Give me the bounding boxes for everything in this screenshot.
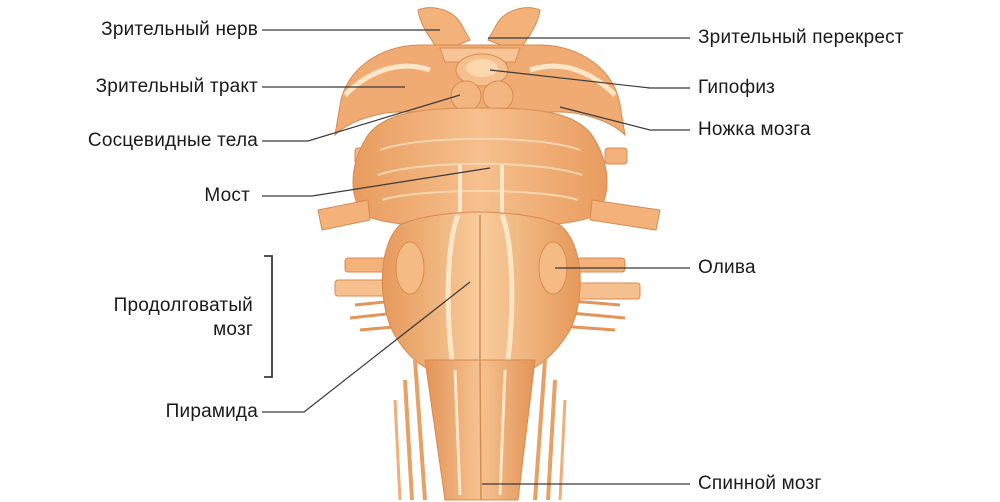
label-optic-chiasm: Зрительный перекрест bbox=[698, 27, 904, 49]
label-mammillary-bodies: Сосцевидные тела bbox=[88, 130, 258, 152]
medulla-bracket bbox=[264, 256, 272, 377]
label-olive: Олива bbox=[698, 257, 756, 279]
label-optic-tract: Зрительный тракт bbox=[96, 76, 258, 98]
label-spinal-cord: Спинной мозг bbox=[698, 473, 822, 495]
pons bbox=[353, 108, 607, 228]
medulla bbox=[382, 212, 580, 370]
label-pyramid: Пирамида bbox=[166, 401, 258, 423]
label-medulla-line1: Продолговатый bbox=[114, 295, 253, 317]
label-pituitary: Гипофиз bbox=[698, 77, 775, 99]
spinal-cord bbox=[395, 360, 565, 500]
label-pons: Мост bbox=[204, 185, 250, 207]
label-cerebral-peduncle: Ножка мозга bbox=[698, 119, 811, 141]
label-medulla-line2: мозг bbox=[213, 319, 253, 341]
label-optic-nerve: Зрительный нерв bbox=[101, 19, 258, 41]
